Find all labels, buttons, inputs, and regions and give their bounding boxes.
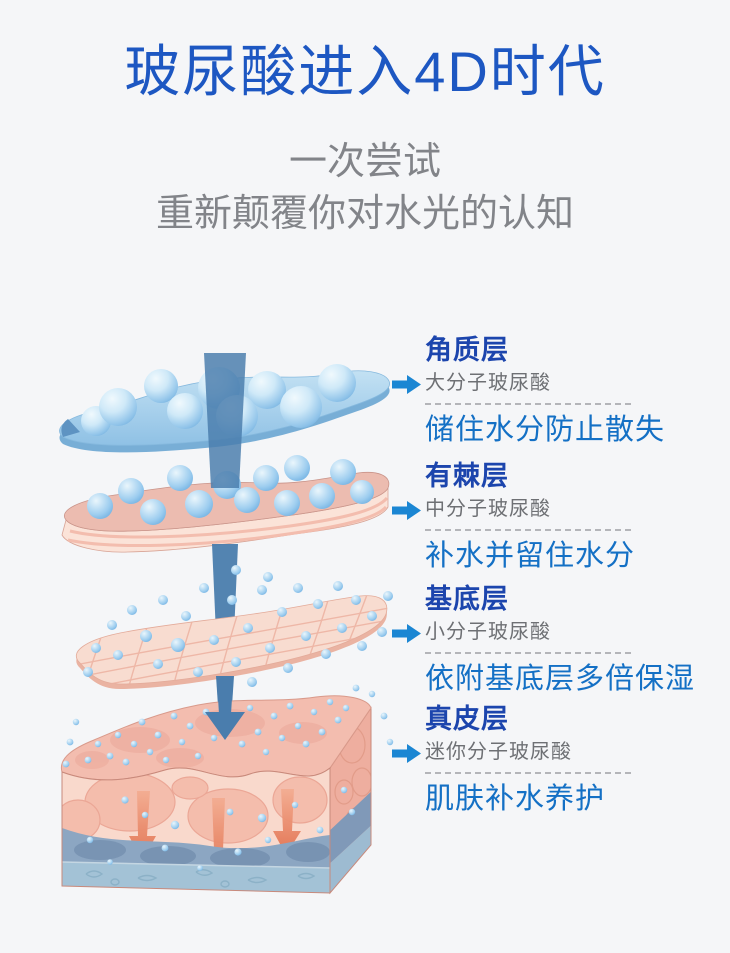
layer-name: 角质层 xyxy=(425,335,509,365)
injection-arrow-shaft xyxy=(204,353,246,634)
annotation-basal-layer: 基底层 小分子玻尿酸 依附基底层多倍保湿 xyxy=(392,583,710,697)
annotation-stratum-corneum: 角质层 大分子玻尿酸 储住水分防止散失 xyxy=(392,334,710,448)
molecule-size-label: 迷你分子玻尿酸 xyxy=(425,740,631,775)
skin-layers-illustration xyxy=(59,353,394,895)
benefit-text: 储住水分防止散失 xyxy=(425,414,666,447)
dermis-cells xyxy=(62,772,328,844)
benefit-text: 补水并留住水分 xyxy=(425,540,636,573)
subtitle-line-1: 一次尝试 xyxy=(288,141,441,183)
molecule-size-label: 大分子玻尿酸 xyxy=(425,371,631,406)
pointer-arrow-icon xyxy=(392,744,421,763)
injection-arrow-head xyxy=(205,698,245,740)
mini-ha-dots xyxy=(62,684,394,871)
molecule-size-label: 小分子玻尿酸 xyxy=(425,620,631,655)
annotation-dermis: 真皮层 迷你分子玻尿酸 肌肤补水养护 xyxy=(392,703,710,817)
page-title: 玻尿酸进入4D时代 xyxy=(124,40,606,103)
annotation-spinous-layer: 有棘层 中分子玻尿酸 补水并留住水分 xyxy=(392,460,710,574)
pointer-arrow-icon xyxy=(392,375,421,394)
benefit-text: 肌肤补水养护 xyxy=(425,783,606,816)
layer-name: 有棘层 xyxy=(425,461,509,491)
pointer-arrow-icon xyxy=(392,624,421,643)
dermis-block xyxy=(60,684,394,895)
layer-name: 基底层 xyxy=(425,584,509,614)
small-ha-dots xyxy=(83,565,393,687)
subtitle-line-2: 重新颠覆你对水光的认知 xyxy=(155,193,574,235)
layer-name: 真皮层 xyxy=(425,704,509,734)
molecule-size-label: 中分子玻尿酸 xyxy=(425,497,631,532)
pointer-arrow-icon xyxy=(392,501,421,520)
benefit-text: 依附基底层多倍保湿 xyxy=(425,663,696,696)
